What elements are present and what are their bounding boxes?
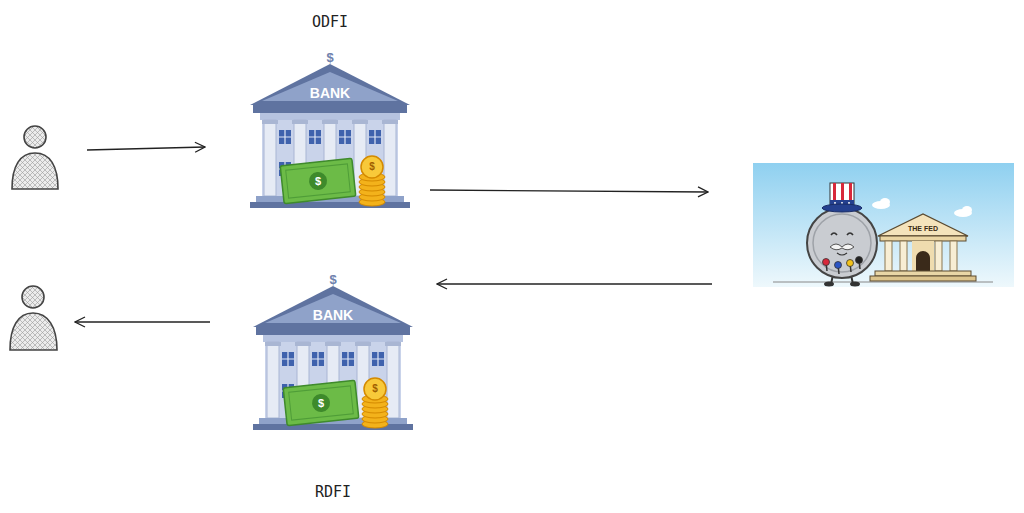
dollar-sign: $ [326,51,333,64]
sender-person [12,126,58,189]
bank-building [250,64,410,208]
bank-sign: BANK [313,308,353,322]
bank-icon: ODFI $ BANK $ $ [240,8,420,220]
coin-dollar: $ [369,162,375,172]
coin-mascot [807,183,877,287]
bill-dollar: $ [315,176,321,187]
payout-arrow [75,321,210,322]
bank-icon [243,262,423,507]
bank-building [253,286,413,430]
deposit-arrow [87,147,205,150]
bank-icon [240,8,420,220]
fed-sign: THE FED [908,225,938,232]
bank-sign: BANK [310,86,350,100]
bank-role: RDFI [315,485,351,500]
fed-illustration: THE FED [753,163,1014,287]
fed-scene [753,163,1014,287]
bank-role: ODFI [312,15,348,30]
connectors [430,190,712,284]
flow-arrow [430,190,708,192]
bill-dollar: $ [318,398,324,409]
bank-icon: $ BANK $ $ RDFI [243,262,423,507]
receiver-person [10,286,57,350]
coin-dollar: $ [372,384,378,394]
flow-arrow [437,283,712,284]
fed-illustration [753,163,1014,287]
dollar-sign: $ [329,273,336,286]
